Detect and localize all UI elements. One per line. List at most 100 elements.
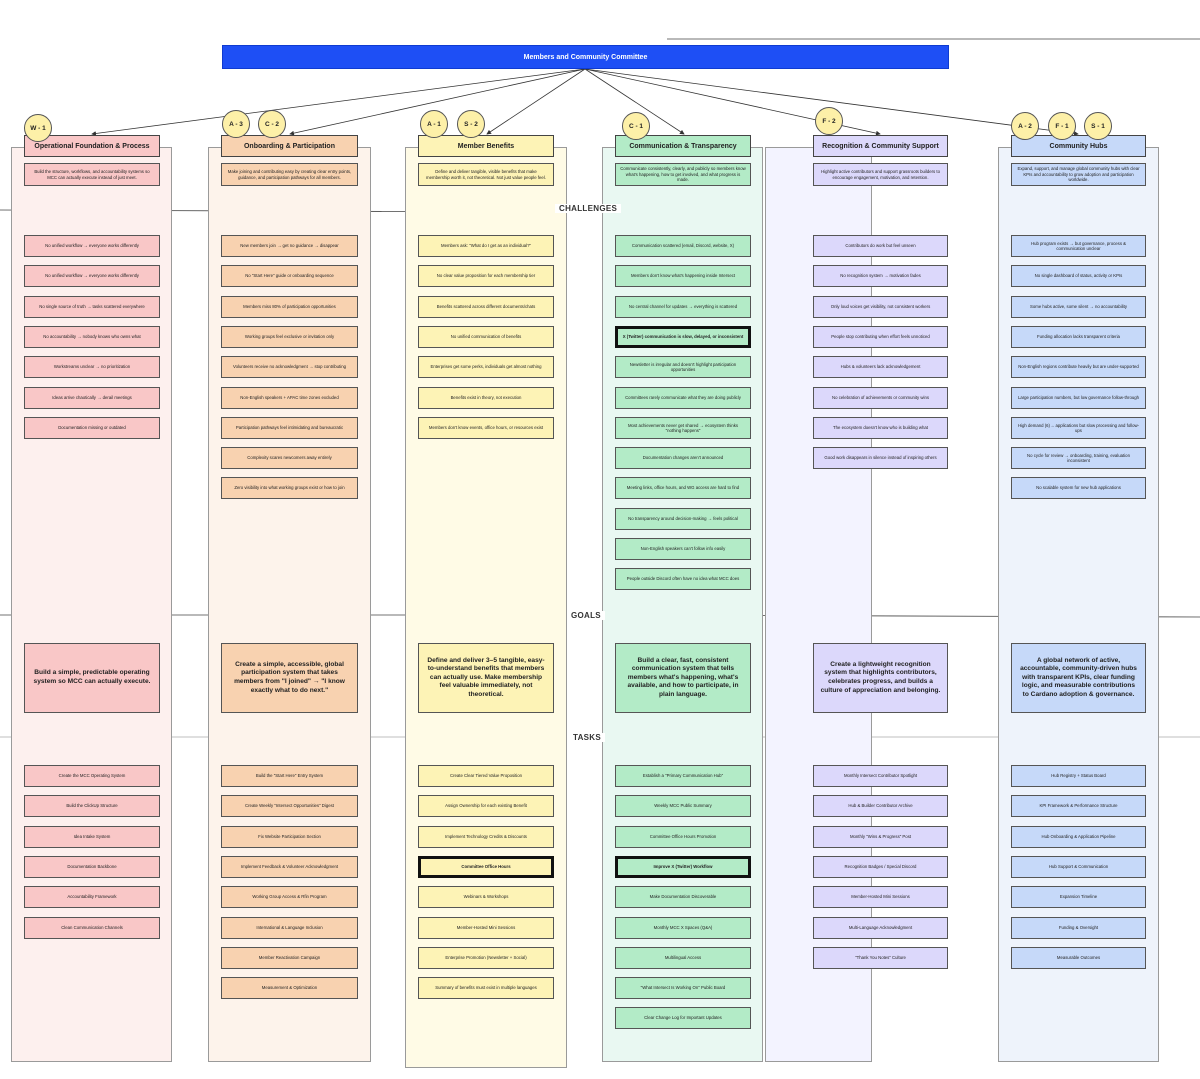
- owner-badge[interactable]: C - 1: [622, 112, 650, 140]
- owner-badge[interactable]: S - 1: [1084, 112, 1112, 140]
- challenge-card[interactable]: Participation pathways feel intimidating…: [221, 417, 358, 439]
- task-card[interactable]: Idea Intake System: [24, 826, 160, 848]
- owner-badge[interactable]: A - 1: [420, 110, 448, 138]
- task-card[interactable]: Member Reactivation Campaign: [221, 947, 358, 969]
- challenge-card[interactable]: Communication scattered (email, Discord,…: [615, 235, 751, 257]
- task-card[interactable]: Hub & Builder Contributor Archive: [813, 795, 948, 817]
- challenge-card[interactable]: Non-English speakers + APAC time zones e…: [221, 387, 358, 409]
- task-card[interactable]: KPI Framework & Performance Structure: [1011, 795, 1146, 817]
- task-card[interactable]: Documentation Backbone: [24, 856, 160, 878]
- challenge-card[interactable]: Newsletter is irregular and doesn't high…: [615, 356, 751, 378]
- goal-card-4[interactable]: Build a clear, fast, consistent communic…: [615, 643, 751, 713]
- challenge-card[interactable]: Documentation missing or outdated: [24, 417, 160, 439]
- challenge-card[interactable]: Documentation changes aren't announced: [615, 447, 751, 469]
- task-card[interactable]: Build the "Start Here" Entry System: [221, 765, 358, 787]
- goal-card-2[interactable]: Create a simple, accessible, global part…: [221, 643, 358, 713]
- column-header-3[interactable]: Member Benefits: [418, 135, 554, 157]
- task-card[interactable]: Clean Communication Channels: [24, 917, 160, 939]
- challenge-card[interactable]: Complexity scares newcomers away entirel…: [221, 447, 358, 469]
- task-card[interactable]: Measurement & Optimization: [221, 977, 358, 999]
- owner-badge[interactable]: S - 2: [457, 110, 485, 138]
- task-card[interactable]: Member-Hosted Mini Sessions: [813, 886, 948, 908]
- challenge-card[interactable]: New members join → get no guidance → dis…: [221, 235, 358, 257]
- task-card[interactable]: Implement Technology Credits & Discounts: [418, 826, 554, 848]
- owner-badge[interactable]: A - 2: [1011, 112, 1039, 140]
- challenge-card[interactable]: Members miss 80% of participation opport…: [221, 296, 358, 318]
- task-card[interactable]: Accountability Framework: [24, 886, 160, 908]
- task-card[interactable]: Create Clear Tiered Value Proposition: [418, 765, 554, 787]
- goal-card-5[interactable]: Create a lightweight recognition system …: [813, 643, 948, 713]
- challenge-card[interactable]: No celebration of achievements or commun…: [813, 387, 948, 409]
- challenge-card[interactable]: The ecosystem doesn't know who is buildi…: [813, 417, 948, 439]
- task-card[interactable]: Monthly Intersect Contributor Spotlight: [813, 765, 948, 787]
- challenge-card[interactable]: Committees rarely communicate what they …: [615, 387, 751, 409]
- task-card[interactable]: Hub Support & Communication: [1011, 856, 1146, 878]
- challenge-card[interactable]: Hubs & volunteers lack acknowledgement: [813, 356, 948, 378]
- challenge-card[interactable]: Good work disappears in silence instead …: [813, 447, 948, 469]
- column-header-1[interactable]: Operational Foundation & Process: [24, 135, 160, 157]
- challenge-card[interactable]: Working groups feel exclusive or invitat…: [221, 326, 358, 348]
- task-card[interactable]: Webinars & Workshops: [418, 886, 554, 908]
- task-card[interactable]: Multilingual Access: [615, 947, 751, 969]
- challenge-card[interactable]: No accountability → nobody knows who own…: [24, 326, 160, 348]
- challenge-card[interactable]: Large participation numbers, but low gov…: [1011, 387, 1146, 409]
- task-card[interactable]: Build the ClickUp Structure: [24, 795, 160, 817]
- task-card[interactable]: Member-Hosted Mini Sessions: [418, 917, 554, 939]
- challenge-card[interactable]: Ideas arrive chaotically → derail meetin…: [24, 387, 160, 409]
- task-card[interactable]: Clear Change Log for Important Updates: [615, 1007, 751, 1029]
- task-card[interactable]: Recognition Badges / Special Discord: [813, 856, 948, 878]
- challenge-card[interactable]: No clear value proposition for each memb…: [418, 265, 554, 287]
- challenge-card[interactable]: No scalable system for new hub applicati…: [1011, 477, 1146, 499]
- task-card[interactable]: Summary of benefits must exist in multip…: [418, 977, 554, 999]
- challenge-card[interactable]: Volunteers receive no acknowledgment → s…: [221, 356, 358, 378]
- challenge-card[interactable]: Some hubs active, some silent → no accou…: [1011, 296, 1146, 318]
- task-card[interactable]: Create the MCC Operating System: [24, 765, 160, 787]
- challenge-card[interactable]: People stop contributing when effort fee…: [813, 326, 948, 348]
- column-header-2[interactable]: Onboarding & Participation: [221, 135, 358, 157]
- task-card[interactable]: Hub Onboarding & Application Pipeline: [1011, 826, 1146, 848]
- challenge-card[interactable]: Funding allocation lacks transparent cri…: [1011, 326, 1146, 348]
- challenge-card[interactable]: No transparency around decision-making →…: [615, 508, 751, 530]
- task-card[interactable]: International & Language Inclusion: [221, 917, 358, 939]
- task-card[interactable]: Enterprise Promotion (Newsletter + Socia…: [418, 947, 554, 969]
- challenge-card[interactable]: Members don't know what's happening insi…: [615, 265, 751, 287]
- task-card[interactable]: Funding & Oversight: [1011, 917, 1146, 939]
- task-card[interactable]: Working Group Access & Rfin Program: [221, 886, 358, 908]
- challenge-card[interactable]: High demand (6)→ applications but slow p…: [1011, 417, 1146, 439]
- task-card[interactable]: Multi-Language Acknowledgment: [813, 917, 948, 939]
- challenge-card[interactable]: Members don't know events, office hours,…: [418, 417, 554, 439]
- challenge-card[interactable]: Benefits scattered across different docu…: [418, 296, 554, 318]
- column-header-5[interactable]: Recognition & Community Support: [813, 135, 948, 157]
- task-card[interactable]: "Thank You Notes" Culture: [813, 947, 948, 969]
- challenge-card[interactable]: Contributors do work but feel unseen: [813, 235, 948, 257]
- task-card[interactable]: Make Documentation Discoverable: [615, 886, 751, 908]
- challenge-card[interactable]: No central channel for updates → everyth…: [615, 296, 751, 318]
- challenge-card[interactable]: Most achievements never get shared → eco…: [615, 417, 751, 439]
- challenge-card[interactable]: Zero visibility into what working groups…: [221, 477, 358, 499]
- challenge-card[interactable]: Workstreams unclear → no prioritization: [24, 356, 160, 378]
- task-card[interactable]: Create Weekly "Intersect Opportunities" …: [221, 795, 358, 817]
- challenge-card[interactable]: No unified communication of benefits: [418, 326, 554, 348]
- task-card[interactable]: Implement Feedback & Volunteer Acknowled…: [221, 856, 358, 878]
- challenge-card[interactable]: Benefits exist in theory, not execution: [418, 387, 554, 409]
- task-card[interactable]: Committee Office Hours Promotion: [615, 826, 751, 848]
- challenge-card[interactable]: Only loud voices get visibility, not con…: [813, 296, 948, 318]
- task-card[interactable]: Weekly MCC Public Summary: [615, 795, 751, 817]
- challenge-card[interactable]: Enterprises get some perks, individuals …: [418, 356, 554, 378]
- owner-badge[interactable]: W - 1: [24, 114, 52, 142]
- challenge-card[interactable]: No single dashboard of status, activity …: [1011, 265, 1146, 287]
- challenge-card[interactable]: Non-English regions contribute heavily b…: [1011, 356, 1146, 378]
- task-card[interactable]: Improve X (Twitter) Workflow: [615, 856, 751, 878]
- task-card[interactable]: Monthly "Wins & Progress" Post: [813, 826, 948, 848]
- owner-badge[interactable]: C - 2: [258, 110, 286, 138]
- challenge-card[interactable]: No recognition system → motivation fades: [813, 265, 948, 287]
- challenge-card[interactable]: No cycle for review → onboarding, traini…: [1011, 447, 1146, 469]
- challenge-card[interactable]: No unified workflow → everyone works dif…: [24, 265, 160, 287]
- challenge-card[interactable]: No unified workflow → everyone works dif…: [24, 235, 160, 257]
- challenge-card[interactable]: People outside Discord often have no ide…: [615, 568, 751, 590]
- owner-badge[interactable]: A - 3: [222, 110, 250, 138]
- goal-card-3[interactable]: Define and deliver 3–5 tangible, easy-to…: [418, 643, 554, 713]
- challenge-card[interactable]: X (Twitter) communication is slow, delay…: [615, 326, 751, 348]
- owner-badge[interactable]: F - 2: [815, 107, 843, 135]
- task-card[interactable]: "What Intersect Is Working On" Public Bo…: [615, 977, 751, 999]
